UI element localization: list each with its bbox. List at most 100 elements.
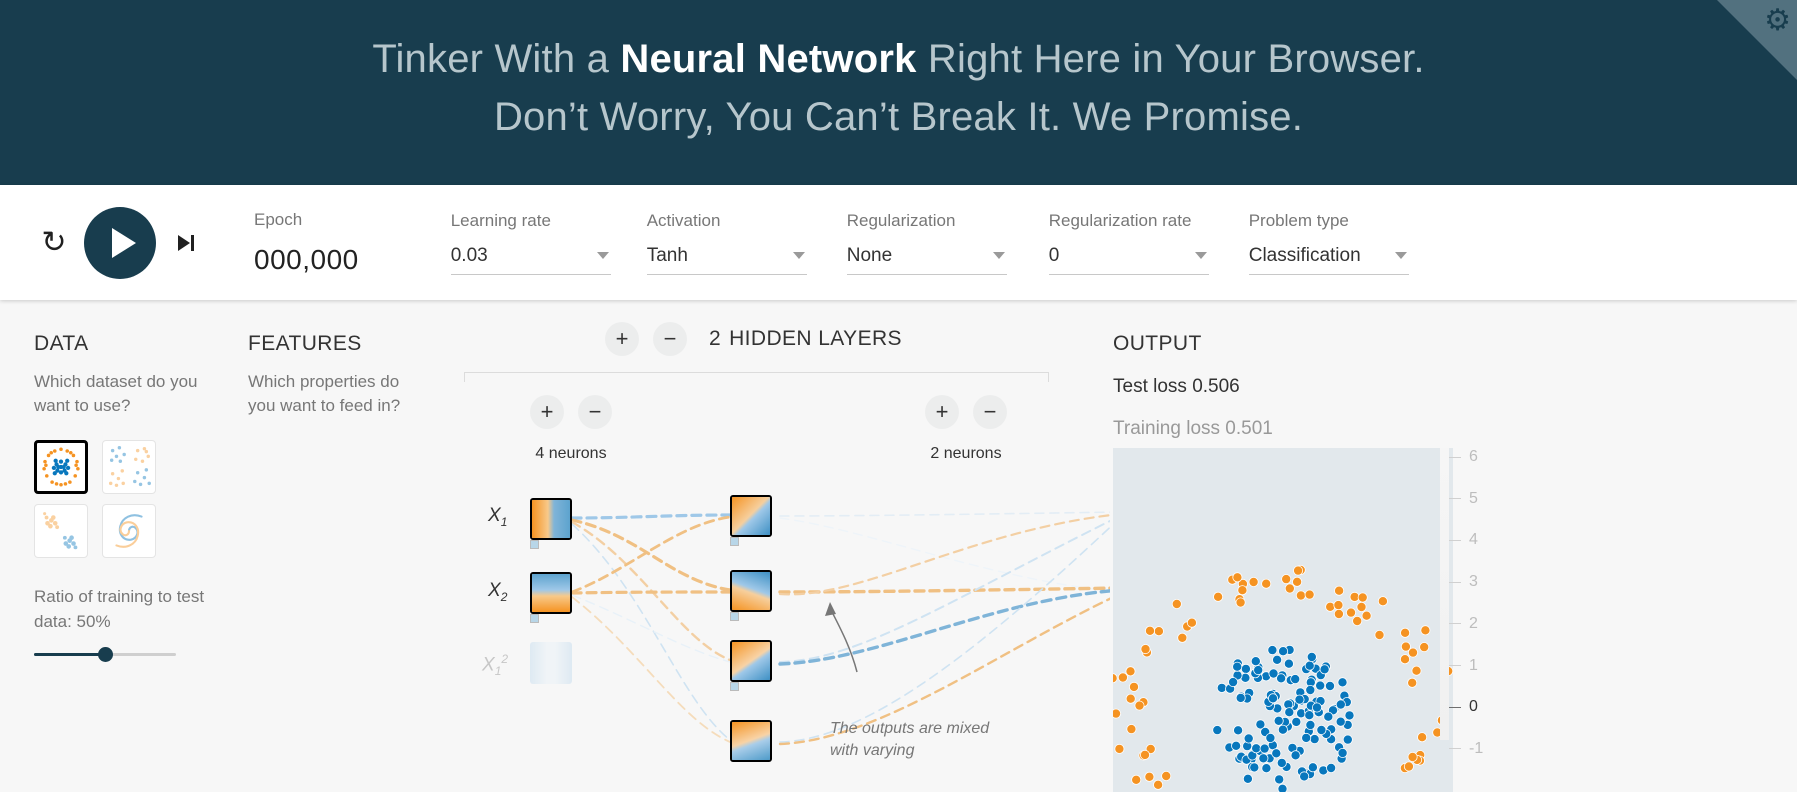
data-point bbox=[1235, 597, 1246, 608]
output-panel: OUTPUT Test loss 0.506 Training loss 0.5… bbox=[1113, 332, 1533, 440]
feature-x1-sub: 1 bbox=[500, 514, 508, 529]
play-button[interactable] bbox=[84, 206, 156, 279]
features-panel: FEATURES Which properties do you want to… bbox=[248, 332, 418, 418]
data-point bbox=[1274, 774, 1285, 785]
data-point bbox=[1342, 734, 1353, 745]
layer-1-neuron-count: 4 neurons bbox=[535, 445, 607, 462]
color-scale-tick-2: 2 bbox=[1449, 615, 1478, 633]
data-point bbox=[1242, 773, 1253, 784]
activation-select[interactable]: Tanh bbox=[646, 245, 807, 275]
output-heatmap[interactable] bbox=[1113, 448, 1453, 792]
color-scale-tick-label: 5 bbox=[1469, 489, 1478, 507]
data-point bbox=[1261, 763, 1272, 774]
color-scale-tick-mark bbox=[1449, 623, 1461, 625]
remove-neuron-layer-2-button[interactable]: − bbox=[973, 395, 1007, 429]
color-scale-tick-label: 1 bbox=[1469, 656, 1478, 674]
reset-icon[interactable]: ↻ bbox=[41, 225, 67, 259]
add-neuron-layer-2-button[interactable]: + bbox=[925, 395, 959, 429]
chevron-down-icon bbox=[992, 251, 1005, 259]
regularization-rate-select[interactable]: 0 bbox=[1048, 245, 1209, 275]
color-scale-tick-mark bbox=[1449, 498, 1461, 500]
color-scale-tick-3: 3 bbox=[1449, 573, 1478, 591]
data-point bbox=[1213, 591, 1224, 602]
data-point bbox=[1304, 589, 1315, 600]
feature-label-x1-squared: X12 bbox=[482, 652, 509, 679]
data-point bbox=[1139, 749, 1150, 760]
add-hidden-layer-button[interactable]: + bbox=[605, 322, 639, 356]
data-point bbox=[1407, 677, 1418, 688]
output-panel-title: OUTPUT bbox=[1113, 332, 1202, 355]
data-point bbox=[1293, 565, 1304, 576]
page-title: Tinker With a Neural Network Right Here … bbox=[0, 0, 1797, 146]
feature-node-x1-heatmap bbox=[532, 500, 570, 538]
data-point bbox=[1113, 708, 1121, 719]
hidden-1-neuron-4[interactable] bbox=[730, 720, 772, 762]
data-point bbox=[1277, 783, 1288, 792]
problem-type-label: Problem type bbox=[1248, 210, 1349, 230]
test-loss: Test loss 0.506 bbox=[1113, 376, 1533, 398]
data-point bbox=[1233, 725, 1244, 736]
data-point bbox=[1326, 762, 1337, 773]
test-loss-value: 0.506 bbox=[1192, 376, 1240, 397]
feature-node-x2[interactable] bbox=[530, 572, 572, 614]
data-point bbox=[1335, 716, 1346, 727]
data-point bbox=[1292, 576, 1303, 587]
data-point bbox=[1131, 774, 1142, 785]
problem-type-select[interactable]: Classification bbox=[1248, 245, 1409, 275]
data-point bbox=[1419, 642, 1430, 653]
dataset-circle-icon bbox=[42, 447, 80, 487]
feature-node-x1[interactable] bbox=[530, 498, 572, 540]
data-point bbox=[1235, 692, 1246, 703]
hidden-1-neuron-1[interactable] bbox=[730, 495, 772, 537]
step-forward-button[interactable] bbox=[166, 223, 206, 263]
hidden-1-neuron-3-heatmap bbox=[732, 642, 770, 680]
github-corner-triangle bbox=[1717, 0, 1797, 80]
activation-group: Activation Tanh bbox=[646, 211, 807, 275]
main-area: DATA Which dataset do you want to use? bbox=[0, 300, 1797, 792]
data-point bbox=[1284, 707, 1295, 718]
training-loss: Training loss 0.501 bbox=[1113, 418, 1533, 440]
data-point bbox=[1306, 651, 1317, 662]
hidden-layers-word: HIDDEN LAYERS bbox=[729, 327, 902, 350]
data-point bbox=[1294, 694, 1305, 705]
color-scale-tick-mark bbox=[1449, 748, 1461, 750]
data-point bbox=[1400, 641, 1411, 652]
hidden-1-neuron-3[interactable] bbox=[730, 640, 772, 682]
dataset-circle[interactable] bbox=[34, 440, 88, 494]
training-loss-label: Training loss bbox=[1113, 418, 1221, 439]
data-point bbox=[1323, 711, 1334, 722]
dataset-gaussian[interactable] bbox=[34, 504, 88, 558]
regularization-value: None bbox=[846, 244, 893, 266]
training-loss-value: 0.501 bbox=[1225, 418, 1273, 439]
dataset-spiral[interactable] bbox=[102, 504, 156, 558]
data-point bbox=[1276, 757, 1287, 768]
regularization-select[interactable]: None bbox=[846, 244, 1007, 275]
learning-rate-value: 0.03 bbox=[450, 244, 488, 266]
data-point bbox=[1232, 572, 1243, 583]
learning-rate-group: Learning rate 0.03 bbox=[450, 211, 611, 275]
data-point bbox=[1345, 607, 1356, 618]
remove-neuron-layer-1-button[interactable]: − bbox=[578, 395, 612, 429]
data-point bbox=[1248, 576, 1259, 587]
data-point bbox=[1272, 654, 1283, 665]
hidden-1-neuron-2[interactable] bbox=[730, 570, 772, 612]
remove-hidden-layer-button[interactable]: − bbox=[653, 322, 687, 356]
data-point bbox=[1134, 700, 1145, 711]
data-point bbox=[1291, 716, 1302, 727]
learning-rate-select[interactable]: 0.03 bbox=[450, 244, 611, 275]
data-point bbox=[1243, 733, 1254, 744]
data-point bbox=[1231, 740, 1242, 751]
data-point bbox=[1333, 608, 1344, 619]
data-point bbox=[1374, 629, 1385, 640]
dataset-exclusive-or[interactable] bbox=[102, 440, 156, 494]
data-panel-subtitle: Which dataset do you want to use? bbox=[34, 372, 198, 415]
data-panel: DATA Which dataset do you want to use? bbox=[34, 332, 219, 662]
chevron-down-icon bbox=[1194, 251, 1207, 259]
epoch-label: Epoch bbox=[254, 209, 303, 229]
ratio-slider[interactable] bbox=[34, 646, 176, 662]
ratio-slider-knob[interactable] bbox=[98, 647, 113, 662]
github-corner-icon[interactable]: ⚙ bbox=[1717, 0, 1797, 80]
feature-node-x1-squared[interactable] bbox=[530, 642, 572, 684]
add-neuron-layer-1-button[interactable]: + bbox=[530, 395, 564, 429]
